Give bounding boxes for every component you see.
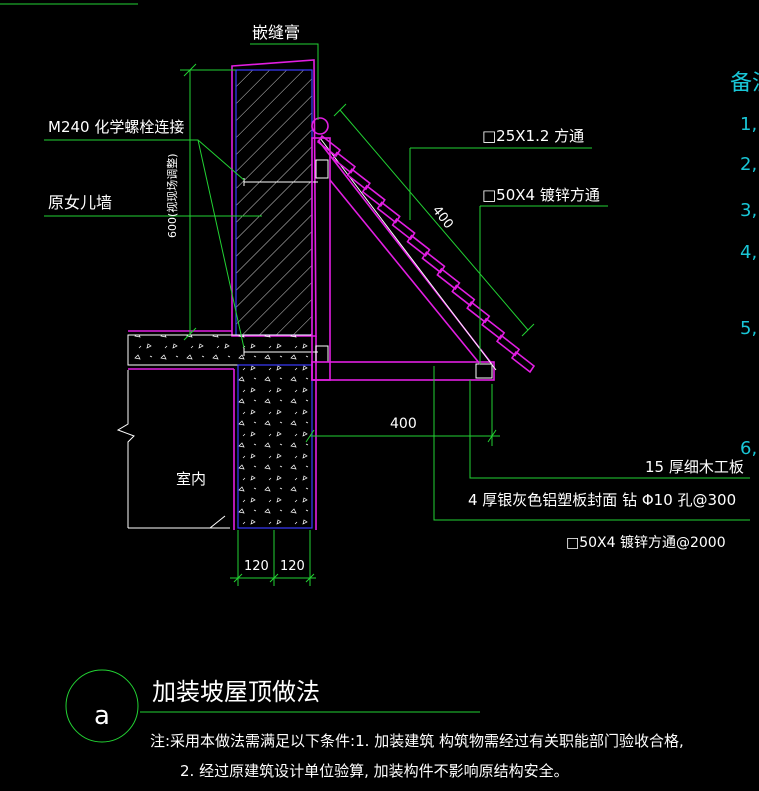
roof-tile (361, 184, 386, 208)
roof-tile (376, 201, 401, 224)
label-tube-small: □25X1.2 方通 (482, 127, 584, 145)
label-tube-main: □50X4 镀锌方通 (482, 186, 600, 204)
label-sealant: 嵌缝膏 (252, 23, 300, 42)
roof-tiles (316, 134, 536, 374)
label-horizontal-length: 400 (390, 416, 417, 432)
slope-dimension (333, 103, 535, 337)
chemical-bolts (243, 178, 318, 356)
detail-note-2: 2. 经过原建筑设计单位验算, 加装构件不影响原结构安全。 (180, 762, 569, 780)
label-parapet: 原女儿墙 (48, 193, 112, 212)
side-note-2: 2, (740, 154, 757, 175)
horizontal-dimension (305, 384, 500, 446)
roof-tile (451, 284, 476, 307)
side-notes-title: 备注 (730, 71, 759, 96)
sealant-joint (311, 117, 329, 135)
tick (209, 515, 226, 529)
detail-circle (65, 669, 139, 743)
roof-tile (421, 251, 446, 274)
roof-tile (391, 217, 416, 241)
roof-tile (481, 317, 506, 340)
label-height: 600(视现场调整) (165, 153, 179, 238)
label-indoor: 室内 (176, 470, 206, 488)
roof-tile (331, 151, 357, 174)
side-note-6: 6, (740, 438, 757, 459)
break-line (116, 370, 135, 528)
roof-tile (510, 350, 536, 374)
label-tube-bottom: □50X4 镀锌方通@2000 (566, 534, 726, 551)
side-note-1: 1, (740, 114, 757, 135)
label-panel: 4 厚银灰色铝塑板封面 钻 Φ10 孔@300 (468, 491, 736, 509)
roof-tile (466, 300, 491, 324)
height-dimension (180, 63, 236, 341)
bottom-dimension (230, 530, 316, 586)
side-note-4: 4, (740, 242, 757, 263)
roof-tile (406, 234, 431, 257)
dim-right: 120 (280, 559, 305, 574)
side-note-5: 5, (740, 318, 757, 339)
roof-slab (127, 330, 313, 370)
label-bolt: M240 化学螺栓连接 (48, 118, 184, 136)
dim-left: 120 (244, 559, 269, 574)
detail-number: a (94, 701, 110, 731)
roof-tile (495, 334, 521, 357)
detail-title: 加装坡屋顶做法 (152, 678, 320, 706)
label-slope-length: 400 (429, 203, 456, 232)
label-board: 15 厚细木工板 (645, 458, 744, 476)
side-note-3: 3, (740, 200, 757, 221)
roof-tile (436, 267, 461, 291)
detail-note-1: 注:采用本做法需满足以下条件:1. 加装建筑 构筑物需经过有关职能部门验收合格, (150, 732, 684, 750)
roof-tile (316, 134, 342, 158)
roof-tile (346, 168, 371, 191)
lower-wall (233, 336, 317, 530)
leader-lines (44, 43, 750, 521)
